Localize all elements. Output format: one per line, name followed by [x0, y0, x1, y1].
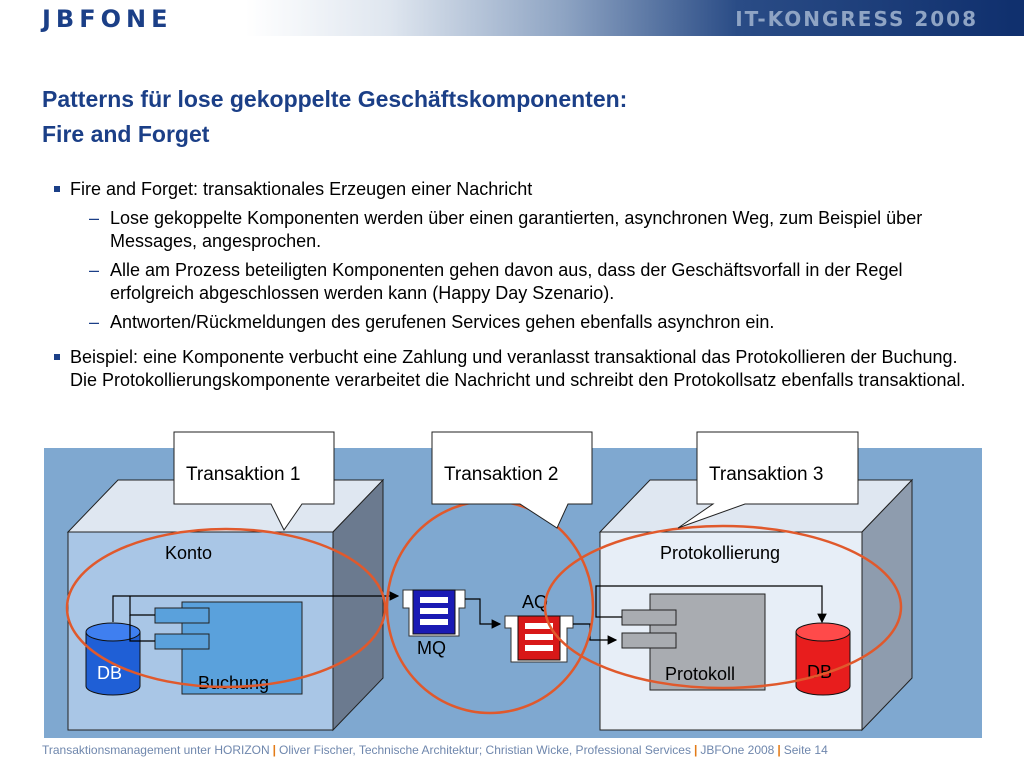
protokollierung-label: Protokollierung	[660, 543, 780, 563]
footer-topic: Transaktionsmanagement unter HORIZON	[42, 743, 270, 757]
callout-transaktion-1: Transaktion 1	[173, 431, 335, 531]
transaction-3-ring	[543, 524, 903, 690]
slide-title: Patterns für lose gekoppelte Geschäftsko…	[42, 82, 627, 152]
mq-queue-icon	[402, 589, 466, 637]
jbfone-logo: JBFONE	[42, 5, 173, 33]
buchung-label: Buchung	[198, 673, 269, 693]
event-name: IT-KONGRESS 2008	[735, 7, 978, 31]
mq-label: MQ	[417, 638, 446, 658]
konto-db-label: DB	[97, 663, 122, 683]
footer-separator: |	[272, 743, 277, 757]
header-bar: JBFONE IT-KONGRESS 2008	[0, 0, 1024, 36]
konto-db-cylinder	[85, 622, 141, 696]
callout-transaktion-2: Transaktion 2	[431, 431, 593, 529]
footer-separator: |	[777, 743, 781, 757]
title-line-2: Fire and Forget	[42, 121, 210, 147]
transaction-1-ring	[65, 527, 387, 689]
fire-and-forget-diagram: Konto Protokollierung Buchung Protokoll …	[44, 431, 982, 738]
flow-arrows	[112, 585, 827, 645]
footer-authors: Oliver Fischer, Technische Architektur; …	[279, 743, 691, 757]
title-line-1: Patterns für lose gekoppelte Geschäftsko…	[42, 86, 628, 112]
konto-label: Konto	[165, 543, 212, 563]
bullet-2: Beispiel: eine Komponente verbucht eine …	[52, 346, 982, 392]
buchung-component	[154, 601, 303, 695]
protokoll-label: Protokoll	[665, 664, 735, 684]
sub-bullet-2: Alle am Prozess beteiligten Komponenten …	[52, 259, 982, 305]
callout-1-label: Transaktion 1	[186, 464, 300, 485]
footer: Transaktionsmanagement unter HORIZON|Oli…	[42, 743, 828, 757]
footer-event: JBFOne 2008	[700, 743, 775, 757]
bullet-list: Fire and Forget: transaktionales Erzeuge…	[52, 178, 982, 392]
sub-bullet-3: Antworten/Rückmeldungen des gerufenen Se…	[52, 311, 982, 334]
aq-queue-icon	[504, 615, 574, 663]
footer-separator: |	[693, 743, 698, 757]
sub-bullet-1: Lose gekoppelte Komponenten werden über …	[52, 207, 982, 253]
aq-label: AQ	[522, 592, 548, 612]
protokoll-db-cylinder	[795, 622, 851, 696]
callout-3-label: Transaktion 3	[709, 464, 823, 485]
callout-2-label: Transaktion 2	[444, 464, 558, 485]
bullet-1: Fire and Forget: transaktionales Erzeuge…	[52, 178, 982, 201]
footer-page: Seite 14	[783, 743, 828, 757]
callout-transaktion-3: Transaktion 3	[677, 431, 859, 529]
